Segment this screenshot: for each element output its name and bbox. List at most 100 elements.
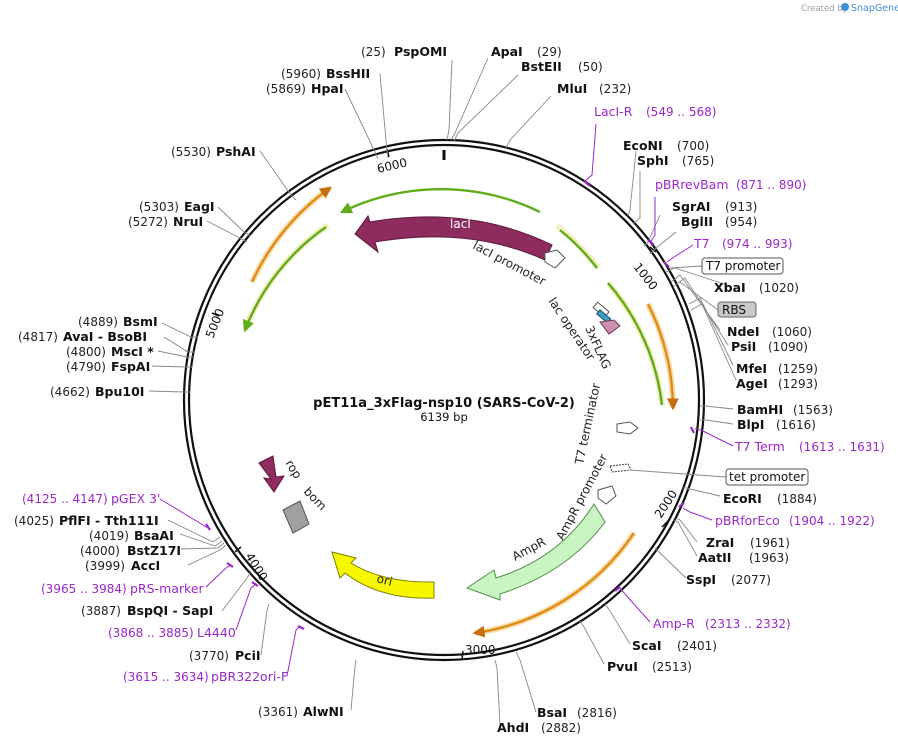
primer-name: T7 Term [734, 439, 785, 454]
rop-arrow [258, 455, 285, 493]
site-pos: (5869) [266, 82, 306, 96]
backbone-outer [182, 138, 706, 662]
primer-name: pBRrevBam [655, 177, 729, 192]
site-name: PciI [235, 648, 261, 663]
primer-name: LacI-R [594, 104, 633, 119]
site-name: XbaI [714, 280, 746, 295]
site-pos: (1293) [778, 377, 818, 391]
site-name: NruI [173, 214, 203, 229]
primer-name: pBRforEco [715, 513, 780, 528]
primer-leader-lines [159, 123, 734, 677]
site-name: NdeI [727, 324, 760, 339]
site-name: EagI [184, 199, 215, 214]
site-name: AccI [131, 558, 160, 573]
plasmid-size: 6139 bp [420, 410, 468, 424]
site-name: HpaI [311, 81, 344, 96]
site-pos: (2513) [652, 660, 692, 674]
site-name: AatII [698, 550, 731, 565]
ampr-promoter-arrow [597, 485, 617, 505]
tick-5000: 5000 [203, 307, 227, 341]
site-pos: (1259) [778, 362, 818, 376]
site-name: SphI [637, 153, 669, 168]
site-pos: (4790) [66, 360, 106, 374]
credit-brand: SnapGene [851, 3, 898, 14]
site-pos: (4662) [50, 385, 90, 399]
primer-range: (3965 .. 3984) [41, 582, 127, 596]
primer-range: (1613 .. 1631) [799, 440, 885, 454]
primer-range: (1904 .. 1922) [789, 514, 875, 528]
primer-range: (549 .. 568) [646, 105, 716, 119]
site-name: EcoNI [623, 138, 663, 153]
site-name: BamHI [737, 402, 783, 417]
site-name: PspOMI [394, 44, 447, 59]
site-pos: (2401) [677, 639, 717, 653]
site-pos: (232) [599, 82, 631, 96]
primer-labels: LacI-R (549 .. 568) pBRrevBam (871 .. 89… [22, 104, 885, 684]
site-pos: (2816) [577, 706, 617, 720]
primer-name: pGEX 3' [111, 491, 160, 506]
primer-range: (3868 .. 3885) [108, 626, 194, 640]
site-pos: (5960) [281, 67, 321, 81]
credit-prefix: Created by [801, 4, 848, 14]
site-name: MscI * [111, 344, 154, 359]
site-name: MluI [557, 81, 587, 96]
site-pos: (1020) [759, 281, 799, 295]
site-name: ZraI [706, 535, 734, 550]
site-pos: (50) [578, 60, 603, 74]
site-pos: (4000) [80, 544, 120, 558]
site-name: BstZ17I [127, 543, 181, 558]
restriction-site-labels: (25) PspOMI ApaI (29) BstEII (50) MluI (… [14, 44, 833, 735]
primer-range: (4125 .. 4147) [22, 492, 108, 506]
site-pos: (25) [361, 45, 386, 59]
site-pos: (4800) [66, 345, 106, 359]
site-pos: (3770) [189, 649, 229, 663]
rbs-box [717, 301, 757, 318]
snapgene-logo-icon [841, 3, 849, 11]
site-name: SgrAI [672, 199, 710, 214]
site-pos: (5303) [139, 200, 179, 214]
primer-name: pRS-marker [130, 581, 205, 596]
site-pos: (765) [682, 154, 714, 168]
primer-range: (2313 .. 2332) [705, 617, 791, 631]
tet-promoter-box [725, 468, 809, 486]
tet-promoter-small-box [609, 463, 632, 473]
site-pos: (2077) [731, 573, 771, 587]
bom-box [282, 500, 310, 534]
ampr-gene-arrow [465, 503, 606, 601]
site-pos: (913) [725, 200, 757, 214]
ori-arrow [331, 551, 435, 599]
site-name: BstEII [521, 59, 562, 74]
t7-terminator-arrow [616, 421, 639, 435]
flag-arrow [599, 319, 621, 335]
primer-range: (974 .. 993) [722, 237, 792, 251]
site-pos: (4817) [18, 330, 58, 344]
site-name: PflFI - Tth111I [59, 513, 159, 528]
rbs-label: RBS [722, 303, 746, 317]
site-name: FspAI [111, 359, 150, 374]
tick-1000: 1000 [631, 260, 661, 293]
ori-label: ori [375, 571, 394, 589]
site-pos: (29) [537, 45, 562, 59]
site-pos: (5272) [128, 215, 168, 229]
site-name: BspQI - SapI [127, 603, 213, 618]
t7-promoter-label: T7 promoter [705, 259, 781, 273]
site-pos: (2882) [541, 721, 581, 735]
site-pos: (1963) [749, 551, 789, 565]
tick-marks [211, 148, 669, 660]
site-name: BsaI [537, 705, 567, 720]
site-pos: (700) [677, 139, 709, 153]
t7-promoter-box [701, 257, 784, 275]
rop-label: rop [282, 457, 304, 481]
site-pos: (3999) [85, 559, 125, 573]
site-name: AgeI [736, 376, 768, 391]
tick-6000: 6000 [376, 155, 409, 176]
site-name: AhdI [497, 720, 529, 735]
primer-name: L4440 [197, 625, 236, 640]
backbone-inner [187, 143, 701, 657]
site-pos: (3887) [81, 604, 121, 618]
tick-3000: 3000 [465, 643, 496, 657]
site-name: PshAI [216, 144, 256, 159]
primer-range: (3615 .. 3634) [123, 670, 209, 684]
site-name: BsmI [123, 314, 158, 329]
